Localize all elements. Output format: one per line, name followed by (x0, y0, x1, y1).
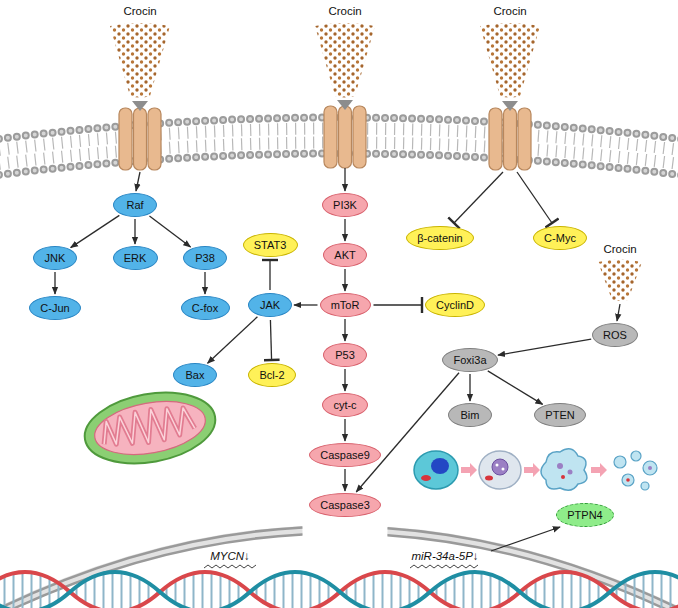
signal-protein-ellipse: P38 (183, 246, 227, 270)
node-label: P53 (335, 349, 355, 362)
node-label: ROS (603, 329, 627, 342)
activation-arrow (344, 219, 345, 241)
ligand-label: Crocin (603, 243, 636, 256)
node-label: ERK (124, 252, 147, 265)
signal-protein-ellipse: C-fox (181, 296, 230, 320)
activation-arrow (71, 215, 120, 247)
pathway-protein-ellipse: cyt-c (322, 393, 368, 417)
node-label: Caspase9 (320, 449, 370, 462)
pathway-protein-ellipse: P53 (323, 343, 367, 367)
target-protein-ellipse: CyclinD (425, 293, 485, 317)
inhibition-line (269, 260, 270, 290)
activation-arrow (469, 374, 470, 401)
pathway-protein-ellipse: AKT (323, 243, 367, 267)
node-label: Foxi3a (453, 354, 486, 367)
activation-arrow (356, 373, 459, 492)
receptor (489, 101, 531, 170)
activation-arrow (344, 419, 345, 441)
activation-arrow (149, 216, 190, 247)
signal-protein-ellipse: C-Jun (29, 296, 81, 320)
ligand-label: Crocin (493, 5, 526, 18)
node-label: JAK (260, 299, 280, 312)
activation-arrow (294, 304, 318, 305)
gene-label: miR-34a-5P↓ (411, 550, 478, 563)
target-protein-ellipse: β-catenin (406, 226, 474, 250)
target-gene-ellipse: PTPN4 (556, 503, 614, 527)
activation-arrow (344, 469, 345, 491)
inhibition-line (270, 320, 271, 360)
stress-factor-ellipse: Bim (448, 403, 492, 427)
receptor (324, 100, 366, 168)
ligand-label: Crocin (123, 5, 156, 18)
node-label: Bim (461, 409, 480, 422)
node-label: cyt-c (333, 399, 356, 412)
receptor (119, 101, 161, 170)
activation-arrow (488, 371, 543, 405)
node-label: C-fox (192, 302, 218, 315)
activation-arrow (54, 272, 55, 294)
node-label: PTPN4 (567, 509, 602, 522)
signal-protein-ellipse: JNK (33, 246, 77, 270)
stress-factor-ellipse: ROS (592, 323, 638, 347)
node-label: STAT3 (254, 239, 287, 252)
activation-arrow (344, 319, 345, 341)
activation-arrow (344, 269, 345, 291)
gene-label: MYCN↓ (210, 550, 250, 563)
gene-symbol (204, 565, 478, 568)
dna-helix (0, 572, 678, 608)
signal-protein-ellipse: ERK (113, 246, 158, 270)
node-label: β-catenin (417, 232, 462, 245)
node-label: Caspase3 (320, 499, 370, 512)
activation-arrow (134, 219, 135, 244)
activation-arrow (498, 339, 591, 355)
node-label: AKT (334, 249, 355, 262)
node-label: P38 (195, 252, 215, 265)
inhibition-line (374, 304, 423, 305)
pathway-protein-ellipse: PI3K (322, 193, 368, 217)
node-label: Bax (186, 369, 205, 382)
stress-factor-ellipse: PTEN (534, 403, 586, 427)
target-protein-ellipse: Bcl-2 (248, 363, 296, 387)
activation-arrow (208, 317, 258, 364)
stress-factor-ellipse: Foxi3a (442, 348, 498, 372)
pathway-protein-ellipse: Caspase3 (309, 493, 381, 517)
apoptosis-cells (414, 449, 657, 490)
signal-protein-ellipse: JAK (248, 293, 292, 317)
pathway-arrow (136, 168, 620, 551)
node-label: Bcl-2 (259, 369, 284, 382)
ligand-label: Crocin (328, 5, 361, 18)
activation-arrow (344, 369, 345, 391)
signal-protein-ellipse: Raf (113, 193, 157, 217)
target-protein-ellipse: STAT3 (243, 233, 298, 257)
node-label: C-Myc (544, 232, 576, 245)
node-label: PI3K (333, 199, 357, 212)
node-label: PTEN (545, 409, 574, 422)
pathway-protein-ellipse: Caspase9 (309, 443, 381, 467)
node-label: JNK (45, 252, 66, 265)
target-protein-ellipse: C-Myc (533, 226, 587, 250)
node-label: C-Jun (40, 302, 69, 315)
node-label: Raf (126, 199, 143, 212)
node-label: CyclinD (436, 299, 474, 312)
activation-arrow (204, 272, 205, 294)
pathway-protein-ellipse: mToR (320, 293, 371, 317)
mitochondrion (79, 383, 221, 473)
node-label: mToR (331, 299, 360, 312)
signal-protein-ellipse: Bax (173, 363, 217, 387)
